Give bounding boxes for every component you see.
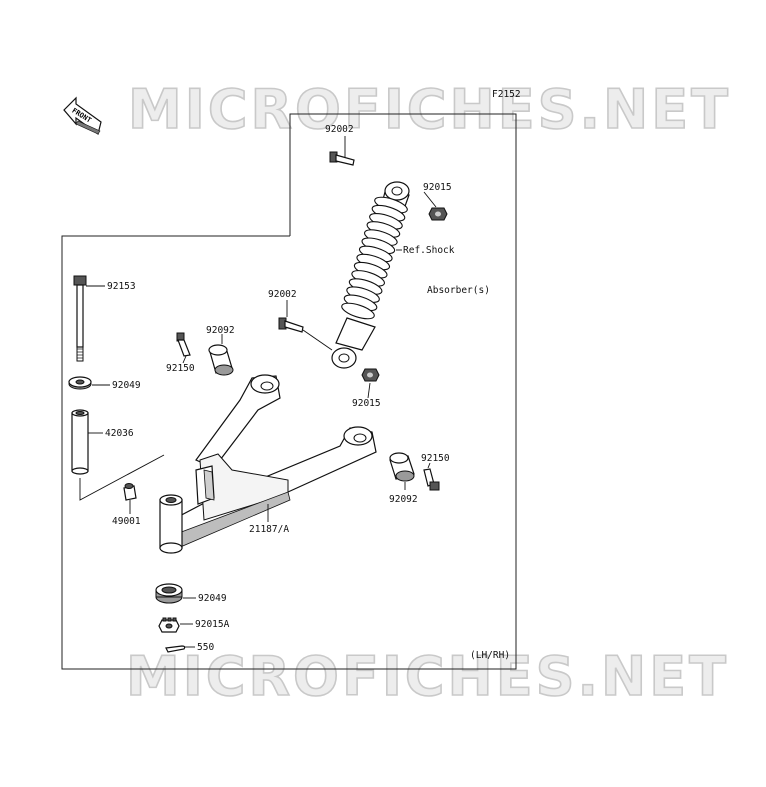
label-sleeve: 42036 bbox=[105, 428, 134, 439]
svg-text:MICROFICHES.NET: MICROFICHES.NET bbox=[126, 645, 729, 708]
washer-lower bbox=[155, 583, 183, 604]
nut-bottom bbox=[158, 617, 180, 633]
label-bolt-right: 92150 bbox=[421, 453, 450, 464]
label-nut-bottom: 92015A bbox=[195, 619, 230, 630]
bolt-top bbox=[329, 151, 355, 166]
sleeve bbox=[71, 409, 89, 475]
spring-coil bbox=[341, 302, 375, 320]
label-arm: 21187/A bbox=[249, 524, 289, 535]
label-nut-top: 92015 bbox=[423, 182, 452, 193]
assembly-frame bbox=[61, 113, 517, 670]
figure-code: F2152 bbox=[492, 89, 521, 100]
side-note: (LH/RH) bbox=[470, 650, 510, 661]
label-bolt-left: 92150 bbox=[166, 363, 195, 374]
bolt-left bbox=[176, 332, 191, 357]
washer-upper bbox=[68, 376, 92, 390]
long-bolt bbox=[73, 275, 87, 362]
label-shock-ref-2: Absorber(s) bbox=[427, 285, 490, 296]
bushing-right bbox=[389, 452, 415, 482]
svg-text:MICROFICHES.NET: MICROFICHES.NET bbox=[128, 78, 731, 141]
label-shock-ref: Ref.Shock bbox=[403, 245, 455, 256]
cotter-pin-icon bbox=[165, 645, 186, 653]
label-washer-lower: 92049 bbox=[198, 593, 227, 604]
bolt-right bbox=[423, 468, 440, 491]
label-fitting: 49001 bbox=[112, 516, 141, 527]
label-bolt-lower: 92002 bbox=[268, 289, 297, 300]
label-long-bolt: 92153 bbox=[107, 281, 136, 292]
svg-text:MICROFICHES.NET: MICROFICHES.NET bbox=[126, 645, 729, 708]
svg-text:MICROFICHES.NET: MICROFICHES.NET bbox=[128, 78, 731, 141]
label-nut-lower: 92015 bbox=[352, 398, 381, 409]
bushing-left bbox=[208, 344, 234, 376]
label-bushing-left: 92092 bbox=[206, 325, 235, 336]
nut-top bbox=[428, 207, 448, 221]
grease-fitting bbox=[123, 483, 137, 501]
front-arrow-icon: FRONT bbox=[63, 96, 102, 136]
label-bolt-top: 92002 bbox=[325, 124, 354, 135]
label-cotter-pin: 550 bbox=[197, 642, 214, 653]
label-bushing-right: 92092 bbox=[389, 494, 418, 505]
label-washer-upper: 92049 bbox=[112, 380, 141, 391]
nut-lower bbox=[361, 368, 380, 382]
shock-absorber bbox=[331, 181, 410, 369]
swing-arm bbox=[159, 374, 377, 554]
watermark-bottom: MICROFICHES.NET MICROFICHES.NET bbox=[125, 644, 729, 709]
watermark-top: MICROFICHES.NET MICROFICHES.NET bbox=[127, 77, 731, 142]
bolt-lower bbox=[278, 317, 304, 333]
